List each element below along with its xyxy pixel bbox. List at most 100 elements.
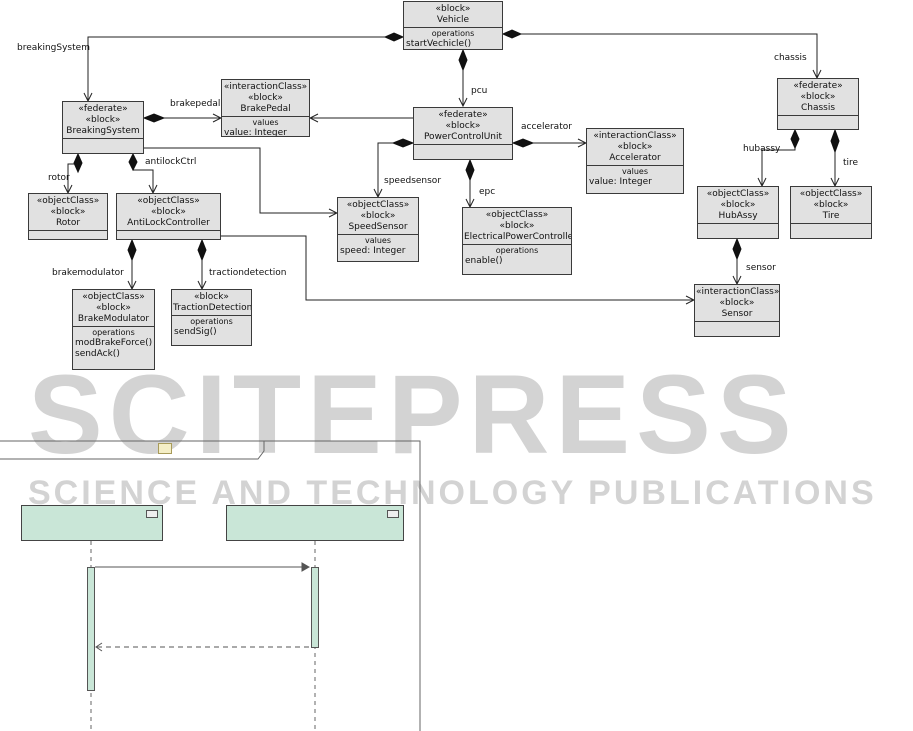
stereotype: «federate» xyxy=(78,104,128,114)
diamond-pcu-epc xyxy=(465,158,475,182)
stereotype: «objectClass» xyxy=(346,200,410,210)
stereotype: «objectClass» xyxy=(36,196,100,206)
stereotype: «block» xyxy=(248,93,283,103)
diamond-antilock-brakemod xyxy=(127,238,137,262)
watermark-main: SCITEPRESS xyxy=(28,352,798,477)
block-name: ElectricalPowerController xyxy=(464,232,572,242)
reply-message-head xyxy=(95,642,103,652)
block-rotor[interactable]: «objectClass» «block» Rotor xyxy=(28,193,108,240)
block-name: TractionDetection xyxy=(173,303,252,313)
block-name: PowerControlUnit xyxy=(423,132,503,142)
stereotype: «block» xyxy=(96,303,131,313)
stereotype: «block» xyxy=(617,142,653,152)
block-accelerator[interactable]: «interactionClass» «block» Accelerator v… xyxy=(586,128,684,194)
edge-pcu-speedsensor xyxy=(378,142,413,197)
sync-message-head xyxy=(301,562,311,572)
stereotype: «interactionClass» xyxy=(696,287,780,297)
diamond-antilock-traction xyxy=(197,238,207,262)
diamond-pcu-speedsensor xyxy=(391,138,415,148)
section-caption: operations xyxy=(190,317,233,326)
block-chassis[interactable]: «federate» «block» Chassis xyxy=(777,78,859,130)
block-brakepedal[interactable]: «interactionClass» «block» BrakePedal va… xyxy=(221,79,310,137)
edge-label-speedsensor: speedsensor xyxy=(384,176,442,186)
stereotype: «block» xyxy=(50,207,86,217)
edge-label-rotor: rotor xyxy=(48,173,70,183)
block-speedsensor[interactable]: «objectClass» «block» SpeedSensor values… xyxy=(337,197,419,262)
block-name: Chassis xyxy=(800,103,836,113)
lifeline-icon xyxy=(146,510,158,518)
block-tractiondetection[interactable]: «block» TractionDetection operations sen… xyxy=(171,289,252,346)
block-name: AntiLockController xyxy=(127,218,210,228)
stereotype: «block» xyxy=(720,200,756,210)
block-name: HubAssy xyxy=(718,211,758,221)
value-property: value: Integer xyxy=(224,128,287,137)
block-breakingsystem[interactable]: «federate» «block» BreakingSystem xyxy=(62,101,144,154)
block-powercontrolunit[interactable]: «federate» «block» PowerControlUnit xyxy=(413,107,513,160)
block-name: Tire xyxy=(822,211,840,221)
stereotype: «block» xyxy=(445,121,481,131)
stereotype: «block» xyxy=(813,200,849,210)
operation: sendSig() xyxy=(174,327,217,337)
stereotype: «interactionClass» xyxy=(223,82,308,92)
block-name: BreakingSystem xyxy=(66,126,140,136)
section-caption: values xyxy=(621,167,649,176)
block-name: BrakeModulator xyxy=(77,314,150,324)
section-caption: operations xyxy=(495,246,539,255)
stereotype: «block» xyxy=(360,211,396,221)
edge-label-breakingsystem: breakingSystem xyxy=(17,43,90,53)
diamond-pcu-accelerator xyxy=(511,138,535,148)
edge-antilock-sensor xyxy=(221,235,694,300)
block-name: BrakePedal xyxy=(240,104,291,114)
section-caption: values xyxy=(252,118,279,127)
block-name: Sensor xyxy=(721,309,753,319)
block-sensor[interactable]: «interactionClass» «block» Sensor xyxy=(694,284,780,337)
block-brakemodulator[interactable]: «objectClass» «block» BrakeModulator ope… xyxy=(72,289,155,370)
stereotype: «objectClass» xyxy=(799,189,863,199)
edge-label-antilockctrl: antilockCtrl xyxy=(145,157,197,167)
sequence-frame-header xyxy=(0,441,265,460)
value-property: value: Integer xyxy=(589,177,652,187)
edge-chassis-hubassy xyxy=(762,130,796,186)
edge-label-epc: epc xyxy=(479,187,496,197)
diamond-vehicle-pcu xyxy=(458,48,468,72)
edge-label-tractiondetection: tractiondetection xyxy=(209,268,287,278)
block-name: SpeedSensor xyxy=(348,222,408,232)
stereotype: «federate» xyxy=(793,81,843,91)
operation: startVechicle() xyxy=(406,39,472,49)
stereotype: «objectClass» xyxy=(485,210,549,220)
lifeline-head-left[interactable] xyxy=(21,505,163,541)
edge-label-accelerator: accelerator xyxy=(521,122,572,132)
stereotype: «block» xyxy=(800,92,836,102)
edge-label-sensor: sensor xyxy=(746,263,776,273)
activation-bar-right[interactable] xyxy=(311,567,319,648)
stereotype: «objectClass» xyxy=(706,189,770,199)
operation: sendAck() xyxy=(75,349,120,359)
diamond-bs-brakepedal xyxy=(142,113,166,123)
block-name: Vehicle xyxy=(436,15,470,25)
stereotype: «block» xyxy=(499,221,535,231)
sequence-frame xyxy=(0,440,421,731)
edge-vehicle-breakingsystem xyxy=(88,36,403,101)
stereotype: «block» xyxy=(719,298,755,308)
block-antilockcontroller[interactable]: «objectClass» «block» AntiLockController xyxy=(116,193,221,240)
stereotype: «interactionClass» xyxy=(593,131,677,141)
frame-diagram-icon xyxy=(158,443,172,454)
edge-label-hubassy: hubassy xyxy=(743,144,781,154)
stereotype: «block» xyxy=(435,4,471,14)
value-property: speed: Integer xyxy=(340,246,406,256)
operation: modBrakeForce() xyxy=(75,338,153,348)
block-electricalpowercontroller[interactable]: «objectClass» «block» ElectricalPowerCon… xyxy=(462,207,572,275)
section-caption: values xyxy=(364,236,392,245)
edge-label-brakepedal: brakepedal xyxy=(170,99,221,109)
lifeline-icon xyxy=(387,510,399,518)
edge-label-brakemodulator: brakemodulator xyxy=(52,268,124,278)
stereotype: «objectClass» xyxy=(82,292,145,302)
edge-vehicle-chassis xyxy=(503,33,817,78)
lifeline-head-right[interactable] xyxy=(226,505,404,541)
block-hubassy[interactable]: «objectClass» «block» HubAssy xyxy=(697,186,779,239)
activation-bar-left[interactable] xyxy=(87,567,95,691)
section-caption: operations xyxy=(92,328,135,337)
block-tire[interactable]: «objectClass» «block» Tire xyxy=(790,186,872,239)
block-vehicle[interactable]: «block» Vehicle operations startVechicle… xyxy=(403,1,503,50)
block-name: Accelerator xyxy=(609,153,661,163)
